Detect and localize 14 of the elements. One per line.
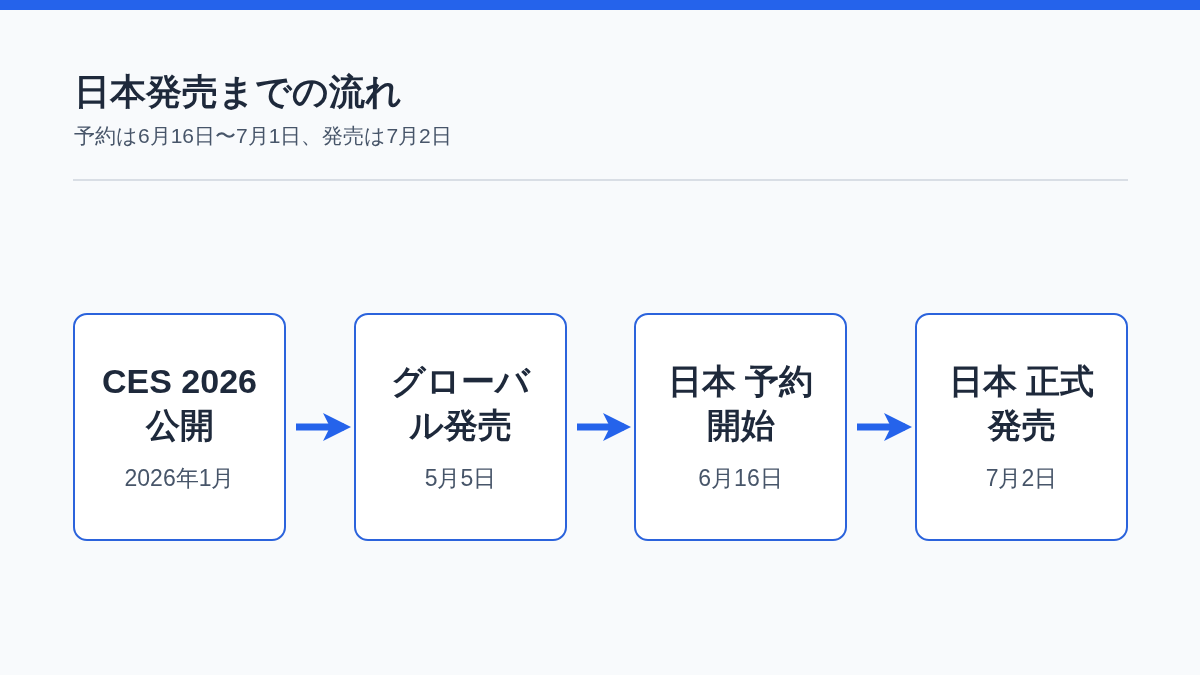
step-box: [915, 313, 1128, 541]
step-date: 6月16日: [698, 464, 783, 493]
title: 日本発売までの流れ: [74, 70, 402, 114]
step-title: CES 2026 公開: [101, 361, 258, 446]
subtitle: 予約は6月16日〜7月1日、発売は7月2日: [74, 123, 452, 149]
step-title: グローバル発売: [390, 361, 532, 446]
step-title: 日本 正式発売: [947, 361, 1096, 446]
step-date: 7月2日: [985, 464, 1058, 493]
step-date: 5月5日: [424, 464, 497, 493]
step-box: [354, 313, 567, 541]
step-title: 日本 予約開始: [666, 361, 815, 446]
step-date: 2026年1月: [124, 464, 235, 493]
step-box: [634, 313, 847, 541]
step-box: [73, 313, 286, 541]
